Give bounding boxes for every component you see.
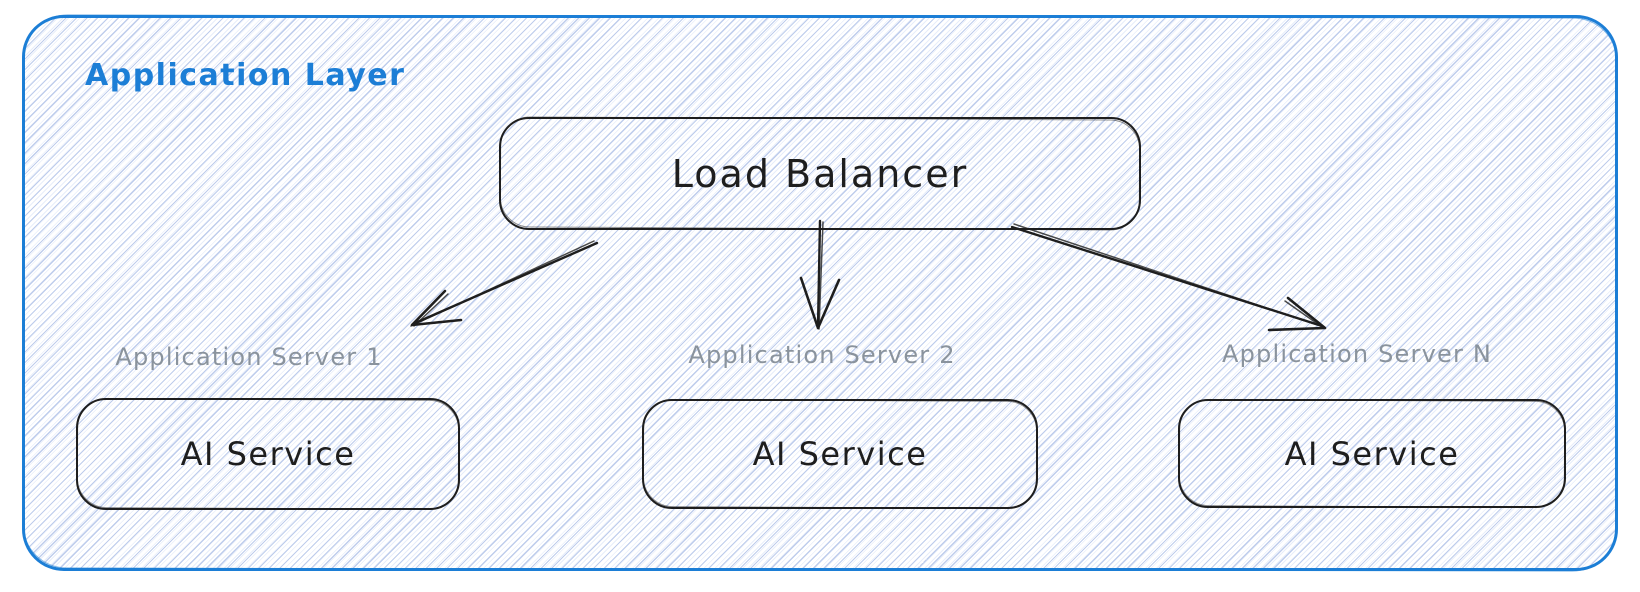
frame-title: Application Layer [85, 58, 406, 93]
ai-service-label-n: AI Service [1284, 434, 1460, 473]
load-balancer-node[interactable]: Load Balancer [499, 117, 1141, 230]
application-server-n-caption: Application Server N [1221, 340, 1493, 368]
ai-service-node-1[interactable]: AI Service [76, 398, 460, 510]
application-server-2-caption: Application Server 2 [688, 341, 956, 369]
ai-service-node-n[interactable]: AI Service [1178, 399, 1566, 508]
ai-service-node-2[interactable]: AI Service [642, 399, 1038, 509]
load-balancer-label: Load Balancer [671, 151, 969, 196]
ai-service-label-1: AI Service [180, 435, 356, 473]
application-server-1-caption: Application Server 1 [115, 343, 383, 371]
ai-service-label-2: AI Service [752, 435, 928, 473]
